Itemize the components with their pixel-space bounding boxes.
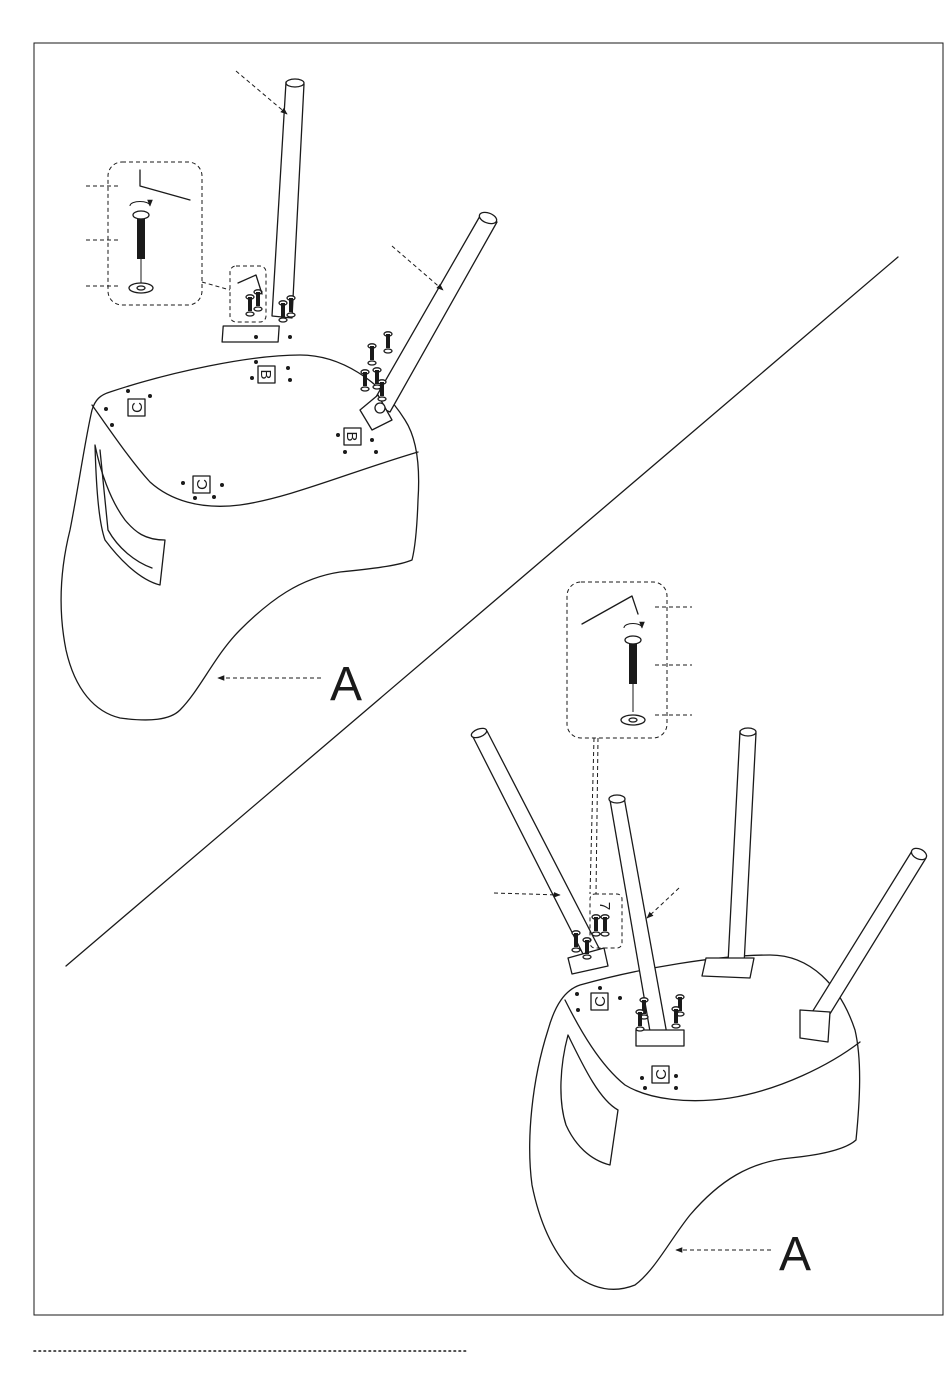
hardware-callout-top — [86, 162, 230, 305]
bolt-thread-icon — [137, 219, 145, 283]
marker-c-2: C — [193, 476, 211, 493]
leg-installed-2 — [800, 846, 928, 1042]
svg-text:C: C — [194, 479, 211, 490]
svg-text:C: C — [129, 402, 146, 413]
leg-installed-1 — [702, 728, 756, 978]
svg-text:7: 7 — [596, 902, 613, 910]
part-label-a-bottom: A — [779, 1228, 811, 1281]
allen-key-icon-2 — [582, 596, 638, 624]
part-label-a-top: A — [330, 658, 362, 711]
hardware-callout-bottom — [567, 582, 692, 738]
bolt-head-icon — [133, 211, 149, 219]
svg-text:B: B — [257, 369, 274, 379]
marker-c-1: C — [128, 399, 146, 416]
svg-text:B: B — [343, 431, 360, 441]
bolt-head-icon-2 — [625, 636, 641, 644]
marker-c-3: C — [591, 993, 609, 1010]
marker-c-4: C — [652, 1066, 670, 1083]
svg-text:C: C — [592, 996, 609, 1007]
marker-b-2: B — [343, 428, 361, 445]
bolt-thread-icon-2 — [629, 644, 637, 712]
allen-key-icon — [140, 170, 190, 200]
step-divider — [66, 257, 898, 966]
svg-text:C: C — [653, 1069, 670, 1080]
leg-3 — [470, 727, 608, 974]
marker-b-1: B — [257, 366, 275, 383]
